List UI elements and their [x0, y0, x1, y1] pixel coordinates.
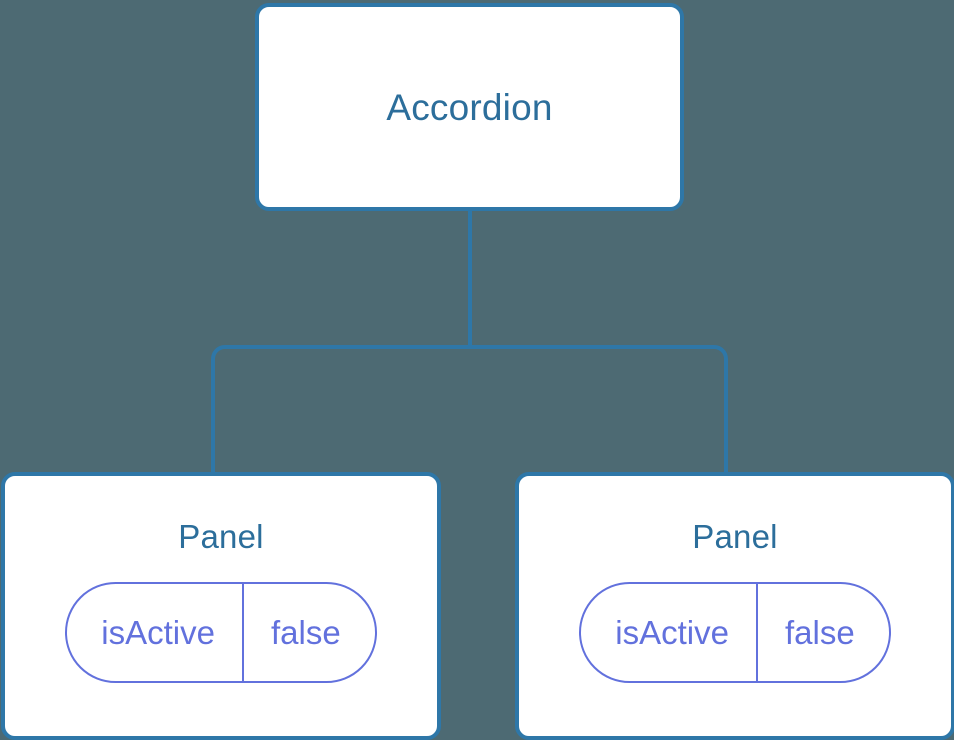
node-accordion-label: Accordion — [386, 86, 553, 128]
node-panel[interactable]: Panel isActive false — [515, 472, 954, 740]
connector-branch-right — [470, 345, 728, 474]
state-key: isActive — [101, 614, 215, 651]
node-accordion[interactable]: Accordion — [255, 3, 684, 211]
state-value: false — [755, 584, 889, 681]
state-pill[interactable]: isActive false — [65, 582, 377, 683]
state-pill[interactable]: isActive false — [579, 582, 891, 683]
connector-branch-left — [211, 345, 470, 474]
state-value: false — [241, 584, 375, 681]
state-key: isActive — [615, 614, 729, 651]
node-panel-label: Panel — [178, 518, 264, 555]
node-panel-label: Panel — [692, 518, 778, 555]
node-panel[interactable]: Panel isActive false — [1, 472, 441, 740]
